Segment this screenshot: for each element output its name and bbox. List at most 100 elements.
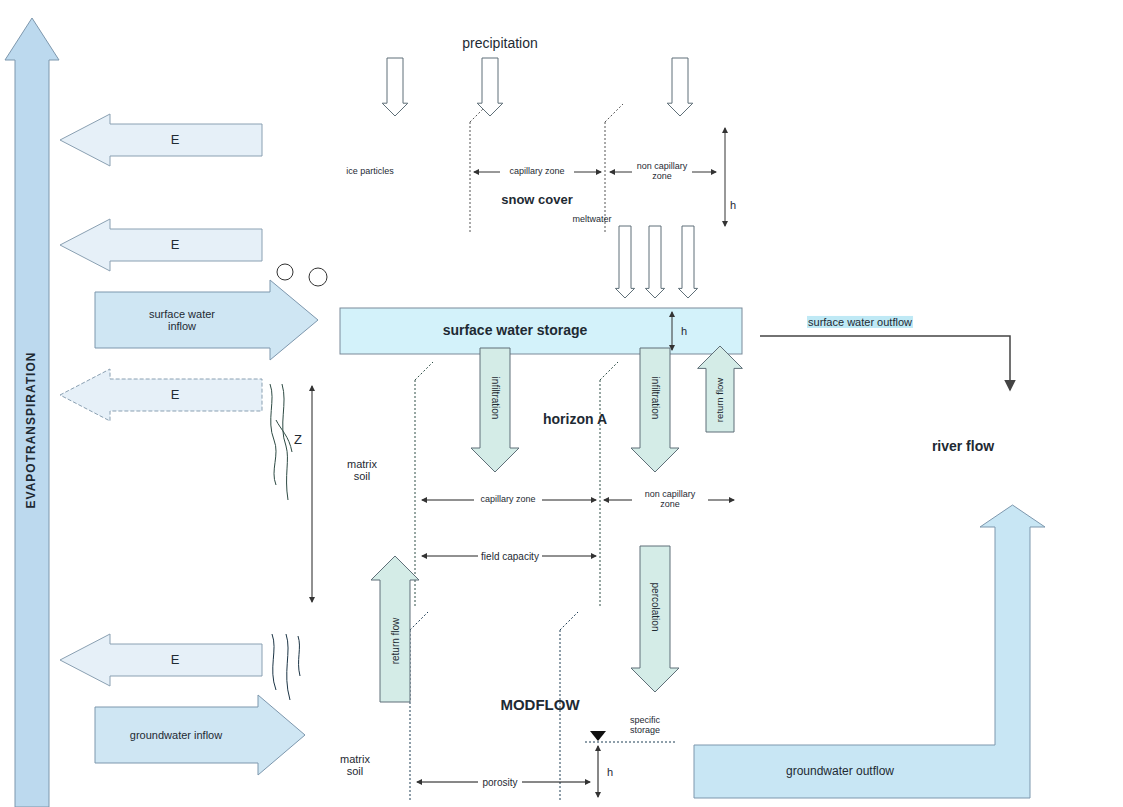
text-label: specific storage (622, 716, 668, 736)
node-shape (893, 345, 1120, 550)
illustration-part (272, 634, 300, 700)
illustration-part (560, 630, 561, 802)
text-label: non capillary zone (643, 490, 698, 510)
text-label: horizon A (543, 412, 607, 427)
illustration-part (522, 782, 590, 783)
illustration-part (542, 500, 596, 501)
text-label: snow cover (501, 193, 573, 207)
text-label: meltwater (572, 215, 611, 225)
flow-arrow (645, 226, 664, 298)
flow-line (760, 336, 1010, 390)
inflow-label: surface water inflow (134, 308, 230, 332)
text-label: matrix soil (340, 458, 384, 482)
illustration-part (60, 219, 262, 271)
flow-arrow (471, 348, 519, 472)
illustration-part (474, 172, 500, 173)
evaporation-label: E (171, 388, 180, 402)
flow-label: surface water outflow (807, 316, 913, 328)
illustration-part (5, 18, 59, 807)
flow-arrow (371, 556, 419, 702)
illustration-part (417, 746, 598, 797)
illustration-part (422, 556, 478, 557)
text-label: ice particles (346, 167, 394, 177)
flow-arrow (667, 58, 693, 116)
illustration-part (309, 268, 327, 286)
node-shape (262, 362, 758, 606)
illustration-part (270, 384, 276, 485)
snow-layer: snow coverice particlescapillary zonenon… (262, 104, 756, 232)
text-label: non capillary zone (635, 162, 690, 182)
flow-arrow (678, 226, 697, 298)
illustration-part (312, 386, 313, 602)
illustration-part (415, 362, 618, 606)
illustration-part (410, 612, 428, 630)
illustration-part (605, 104, 623, 122)
illustration-part (277, 264, 293, 280)
soil-horizon: horizon A Zmatrix soil capillary zone non c… (262, 362, 758, 606)
text-label: surface water storage (443, 323, 588, 338)
text-label: field capacity (481, 551, 539, 562)
flow-arrow (698, 346, 743, 432)
illustration-part (60, 114, 262, 166)
text-label: h (607, 766, 613, 778)
axis-label: EVAPOTRANSPIRATION (25, 351, 38, 510)
evaporation-label: E (171, 653, 180, 667)
text-label: h (681, 325, 687, 337)
flow-label: return flow (715, 377, 725, 423)
flow-arrow (382, 58, 408, 116)
illustration-part (708, 500, 734, 501)
illustration-part (474, 128, 725, 226)
illustration-part (415, 362, 433, 380)
text-label: h (730, 199, 736, 211)
illustration-part (272, 634, 276, 690)
illustration-part (415, 380, 416, 606)
illustration-part (95, 695, 305, 775)
river-flow-arrow: river flow (893, 345, 1120, 550)
flow-label: groundwater outflow (785, 765, 895, 778)
flow-label: percolation (650, 582, 661, 633)
illustration-part (610, 172, 632, 173)
flow-arrow (631, 348, 679, 472)
illustration-part (574, 172, 601, 173)
illustration-part (270, 384, 292, 500)
illustration-part (692, 172, 716, 173)
illustration-part (340, 308, 742, 354)
illustration-part (410, 612, 676, 802)
evaporation-label: E (171, 238, 180, 252)
text-label: MODFLOW (500, 697, 579, 714)
illustration-part (95, 280, 318, 360)
illustration-part (276, 420, 292, 452)
illustration-part (585, 742, 676, 743)
flow-label: infiltration (650, 376, 661, 421)
groundwater-layer: MODFLOWmatrix soilporosityspecific stora… (262, 612, 694, 802)
inflow-label: groundwater inflow (128, 729, 224, 741)
precipitation-layer: precipitation (262, 4, 756, 68)
illustration-part (590, 731, 606, 741)
evaporation-label: E (171, 133, 180, 147)
illustration-part (282, 384, 288, 500)
illustration-part (286, 634, 290, 700)
flow-arrow (477, 58, 503, 116)
surface-water-layer: surface water storage h (262, 262, 760, 354)
illustration-part (672, 312, 673, 350)
illustration-part (470, 104, 623, 232)
flow-arrow (615, 226, 634, 298)
illustration-part (598, 746, 599, 797)
illustration-part (298, 636, 300, 676)
illustration-part (470, 122, 471, 232)
text-label: Z (294, 433, 302, 447)
illustration-part (60, 369, 262, 421)
text-label: capillary zone (480, 495, 535, 505)
illustration-part (312, 386, 734, 602)
node-shape (262, 612, 694, 802)
text-label: river flow (932, 439, 994, 454)
text-label: precipitation (462, 36, 538, 51)
illustration-part (542, 556, 596, 557)
flow-label: infiltration (490, 376, 501, 421)
illustration-part (417, 782, 478, 783)
illustration-part (560, 612, 578, 630)
flow-label: return flow (390, 617, 401, 666)
